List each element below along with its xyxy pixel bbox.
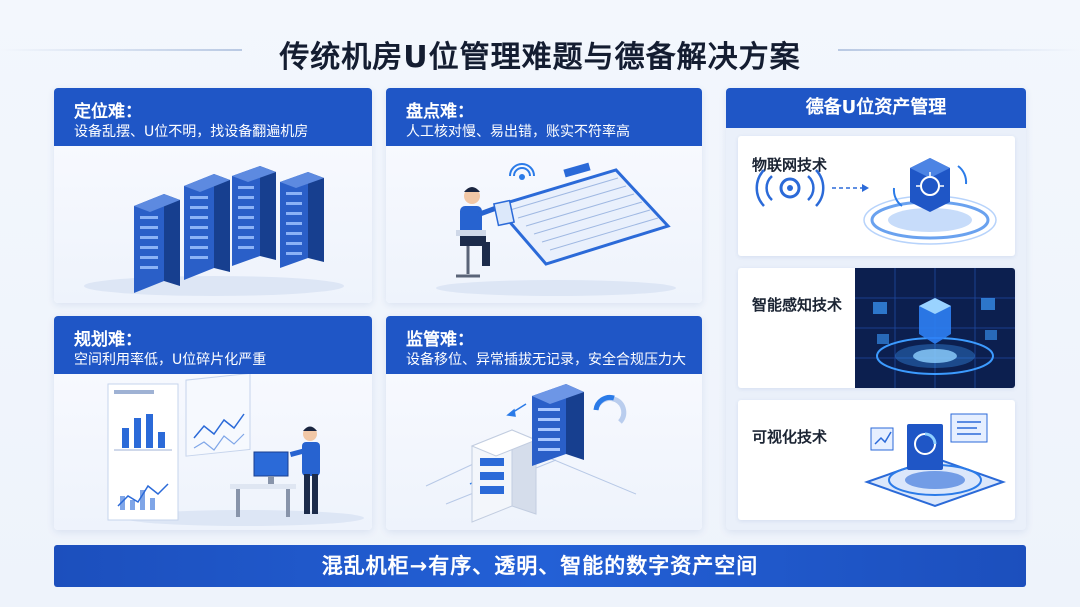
problem-card-inventory: 盘点难： 人工核对慢、易出错，账实不符率高 bbox=[386, 88, 702, 303]
summary-banner: 混乱机柜→有序、透明、智能的数字资产空间 bbox=[54, 545, 1026, 587]
problem-heading: 定位难： bbox=[74, 102, 142, 122]
title-divider-right bbox=[838, 49, 1080, 51]
problem-heading: 盘点难： bbox=[406, 102, 474, 122]
problem-card-header: 规划难： 空间利用率低，U位碎片化严重 bbox=[54, 316, 372, 374]
tech-label: 智能感知技术 bbox=[752, 296, 843, 314]
title-bar: 传统机房U位管理难题与德备解决方案 bbox=[0, 26, 1080, 78]
problem-description: 空间利用率低，U位碎片化严重 bbox=[74, 352, 267, 368]
tech-card-sensing: 智能感知技术 bbox=[738, 268, 1015, 388]
sensor-hologram-icon bbox=[855, 268, 1015, 388]
problem-description: 设备移位、异常插拔无记录，安全合规压力大 bbox=[406, 352, 686, 368]
tech-card-visual: 可视化技术 bbox=[738, 400, 1015, 520]
solution-heading: 德备U位资产管理 bbox=[726, 88, 1026, 128]
problem-card-header: 监管难： 设备移位、异常插拔无记录，安全合规压力大 bbox=[386, 316, 702, 374]
problem-card-planning: 规划难： 空间利用率低，U位碎片化严重 bbox=[54, 316, 372, 530]
clipboard-icon bbox=[436, 162, 676, 296]
page-title: 传统机房U位管理难题与德备解决方案 bbox=[279, 40, 801, 75]
server-racks-illustration bbox=[54, 146, 372, 303]
server-monitoring-illustration bbox=[386, 374, 702, 530]
server-cabinet-icon bbox=[425, 384, 637, 523]
problem-description: 人工核对慢、易出错，账实不符率高 bbox=[406, 124, 630, 140]
title-divider-left bbox=[0, 49, 242, 51]
iot-signal-icon bbox=[755, 158, 997, 245]
problem-card-header: 定位难： 设备乱摆、U位不明，找设备翻遍机房 bbox=[54, 88, 372, 146]
problem-card-header: 盘点难： 人工核对慢、易出错，账实不符率高 bbox=[386, 88, 702, 146]
tech-label: 可视化技术 bbox=[752, 428, 828, 446]
server-rack-icon bbox=[84, 166, 344, 296]
manual-checklist-illustration bbox=[386, 146, 702, 303]
tech-label: 物联网技术 bbox=[752, 156, 828, 174]
problem-heading: 规划难： bbox=[74, 330, 142, 350]
visual-dashboard-icon bbox=[863, 413, 1007, 508]
tech-card-iot: 物联网技术 bbox=[738, 136, 1015, 256]
problem-card-supervision: 监管难： 设备移位、异常插拔无记录，安全合规压力大 bbox=[386, 316, 702, 530]
solution-panel: 德备U位资产管理 物联网技术 智能感知技术 bbox=[726, 88, 1026, 530]
problem-card-locate: 定位难： 设备乱摆、U位不明，找设备翻遍机房 bbox=[54, 88, 372, 303]
planning-dashboard-illustration bbox=[54, 374, 372, 530]
problem-heading: 监管难： bbox=[406, 330, 474, 350]
problem-description: 设备乱摆、U位不明，找设备翻遍机房 bbox=[74, 124, 309, 140]
analytics-chart-icon bbox=[107, 374, 364, 526]
